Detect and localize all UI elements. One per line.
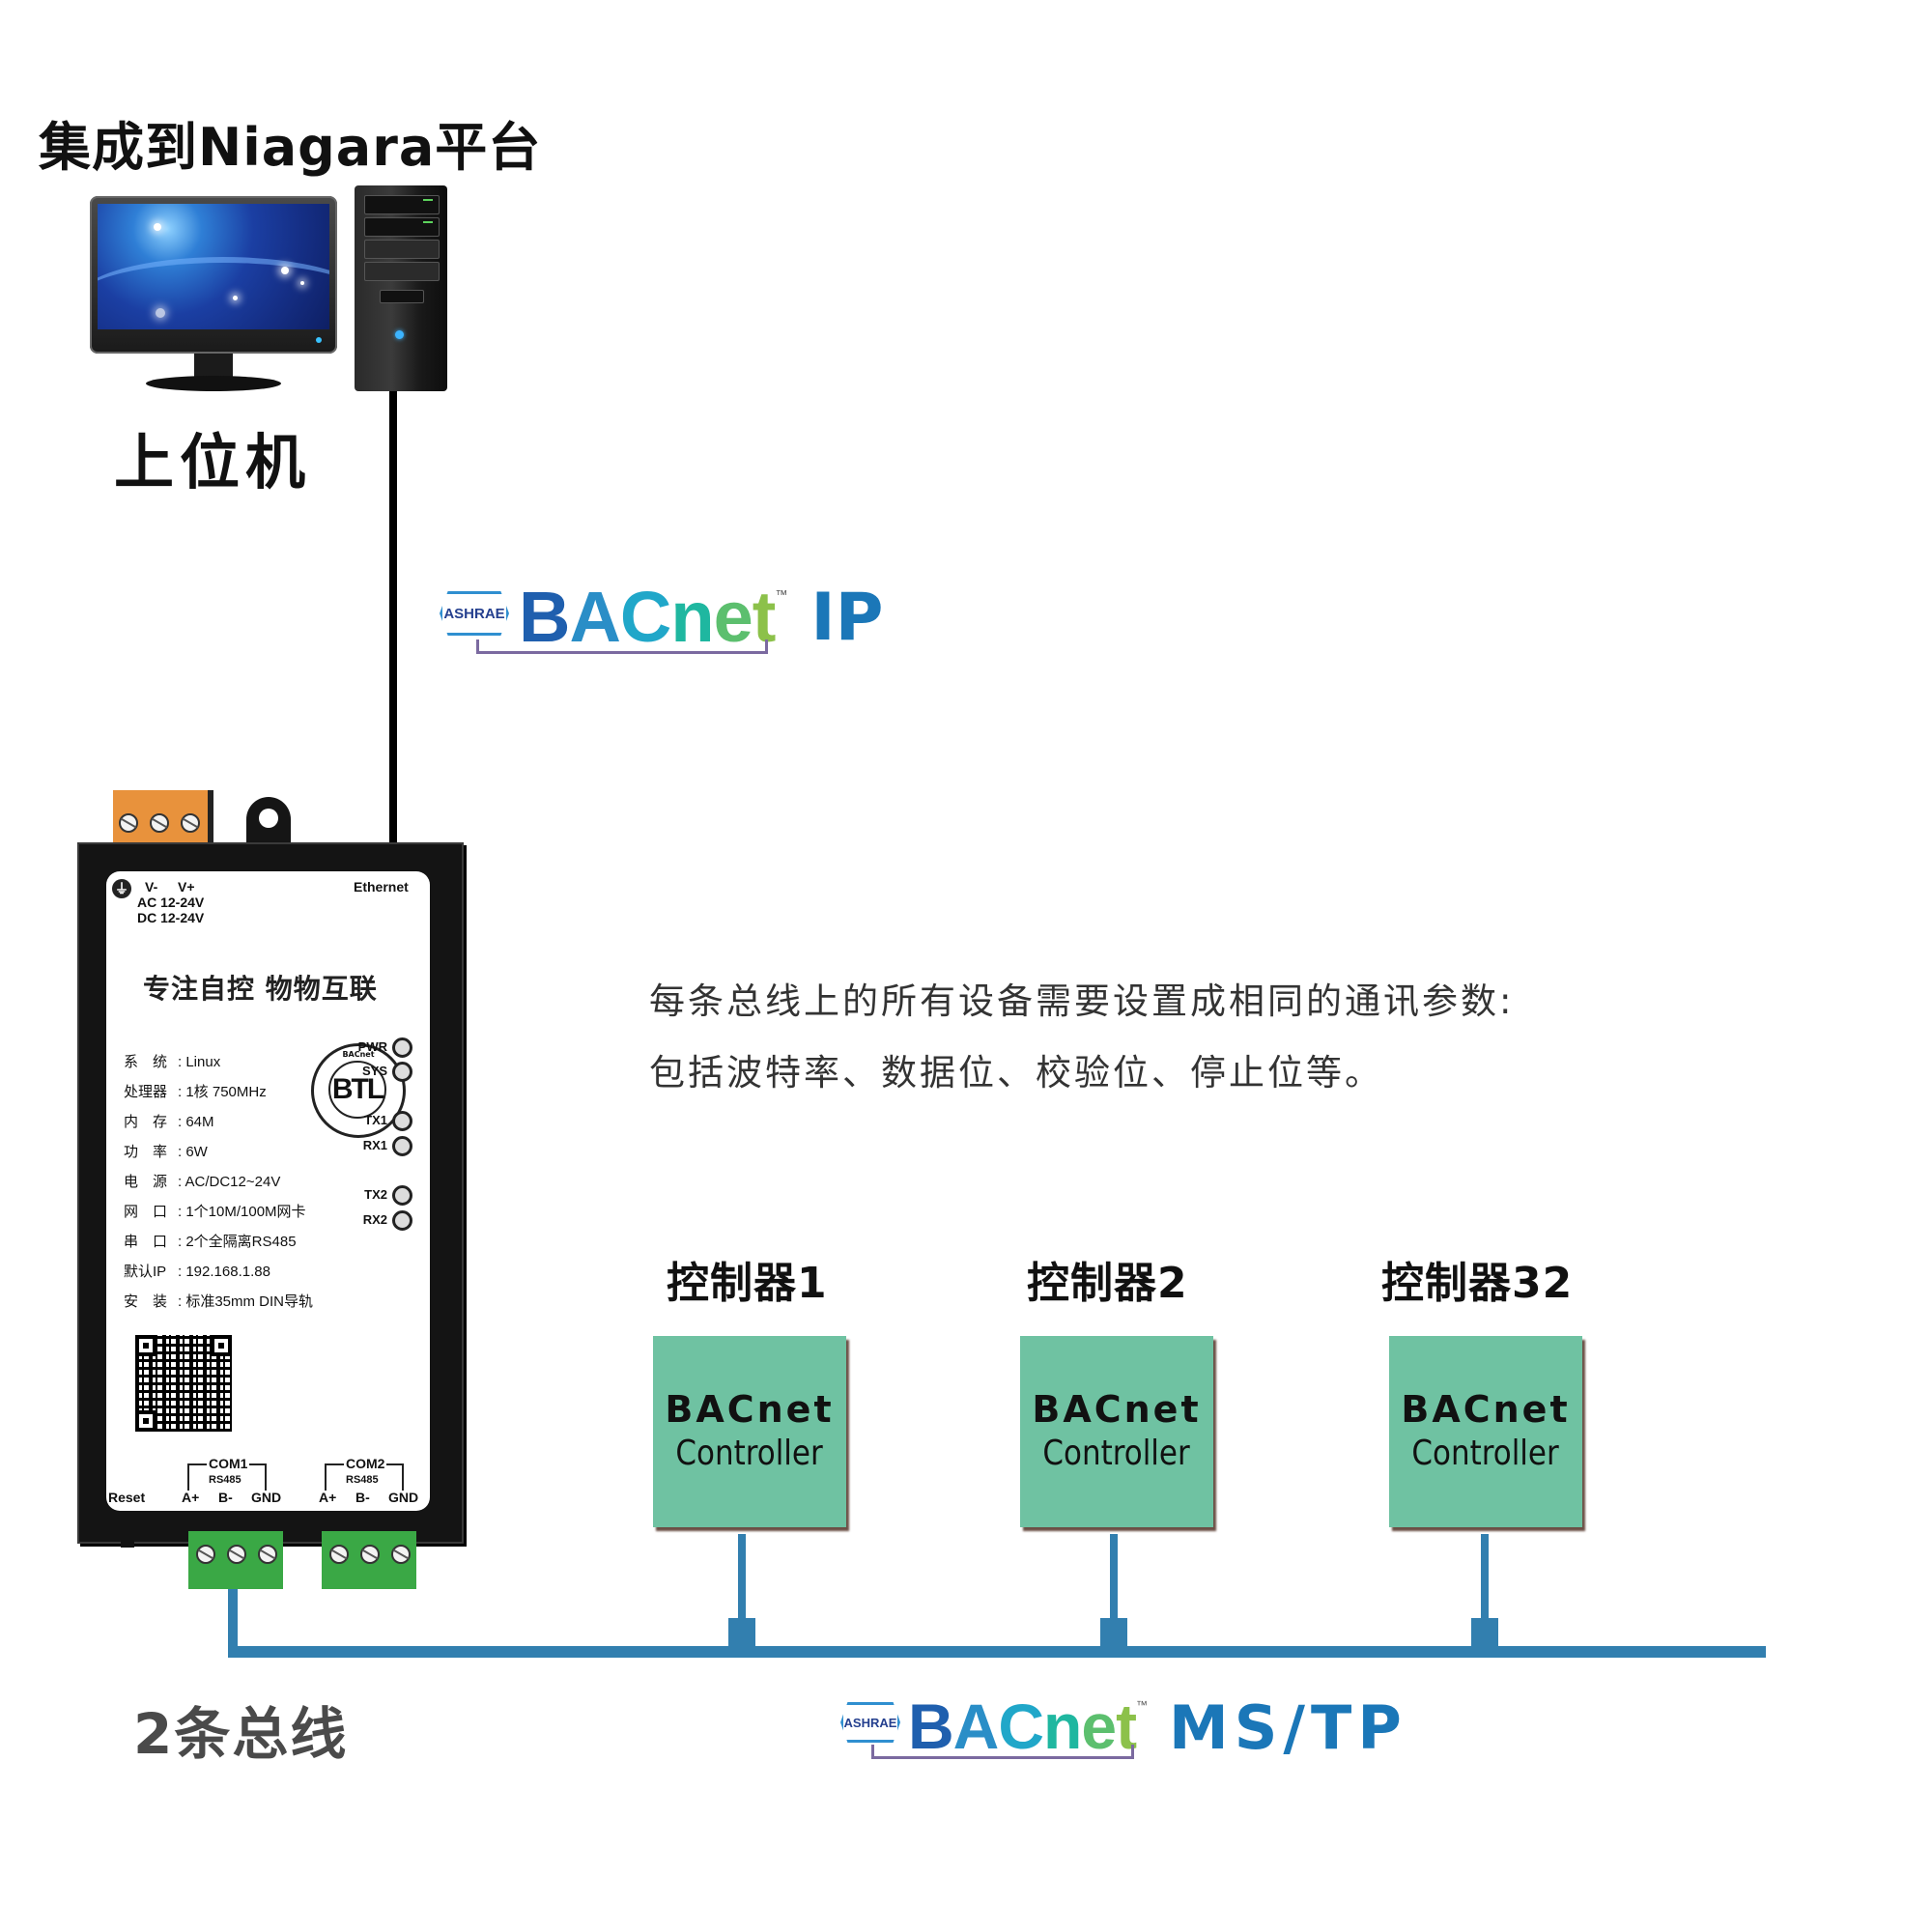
device-front-panel: ⏚ V- V+ AC 12-24V DC 12-24V Ethernet 专注自… bbox=[106, 871, 430, 1511]
bacnet-wordmark: BACnet bbox=[908, 1690, 1137, 1762]
bacnet-wordmark: BACnet bbox=[519, 577, 776, 657]
spec-row: 安 装: 标准35mm DIN导轨 bbox=[124, 1293, 314, 1310]
bacnet-mstp-suffix: MS/TP bbox=[1169, 1692, 1407, 1763]
spec-row: 处理器: 1核 750MHz bbox=[124, 1084, 267, 1100]
spec-row: 网 口: 1个10M/100M网卡 bbox=[124, 1204, 306, 1220]
note-line-2: 包括波特率、数据位、校验位、停止位等。 bbox=[649, 1052, 1383, 1094]
controller-32-tap bbox=[1471, 1618, 1498, 1657]
communication-note: 每条总线上的所有设备需要设置成相同的通讯参数: 包括波特率、数据位、校验位、停止… bbox=[649, 966, 1514, 1109]
spec-row: 系 统: Linux bbox=[124, 1054, 221, 1070]
pwr-led-icon bbox=[392, 1037, 412, 1058]
pc-tower-icon bbox=[355, 185, 447, 391]
bacnet-ip-suffix: IP bbox=[810, 580, 884, 656]
bacnet-mstp-logo: ASHRAE BACnet ™ MS/TP bbox=[840, 1689, 1407, 1763]
ethernet-cable bbox=[389, 391, 397, 850]
com1-pin-gnd: GND bbox=[251, 1490, 282, 1505]
com2-type: RS485 bbox=[346, 1474, 379, 1486]
note-line-1: 每条总线上的所有设备需要设置成相同的通讯参数: bbox=[649, 980, 1515, 1022]
com2-pin-a: A+ bbox=[319, 1490, 337, 1505]
ethernet-label: Ethernet bbox=[354, 879, 409, 895]
spec-row: 默认IP: 192.168.1.88 bbox=[124, 1264, 270, 1280]
controller-1-tap bbox=[728, 1618, 755, 1657]
com2-label: COM2 bbox=[344, 1456, 387, 1471]
controller-2-box: BACnet Controller bbox=[1020, 1336, 1213, 1527]
reset-button[interactable] bbox=[121, 1540, 134, 1548]
page-title: 集成到Niagara平台 bbox=[39, 117, 542, 178]
controller-32-label: 控制器32 bbox=[1381, 1259, 1574, 1308]
com2-terminal-block bbox=[322, 1531, 416, 1589]
btl-certification-logo: BACnet BTL bbox=[311, 1043, 406, 1138]
spec-row: 电 源: AC/DC12~24V bbox=[124, 1174, 281, 1190]
led-label-tx2: TX2 bbox=[364, 1187, 387, 1202]
monitor-power-led bbox=[316, 337, 322, 343]
ashrae-logo: ASHRAE bbox=[440, 591, 509, 636]
trademark-symbol: ™ bbox=[1136, 1698, 1149, 1712]
com1-label: COM1 bbox=[207, 1456, 250, 1471]
led-label-tx1: TX1 bbox=[364, 1113, 387, 1127]
com1-type: RS485 bbox=[209, 1474, 242, 1486]
host-computer-label: 上位机 bbox=[114, 427, 312, 497]
monitor-icon bbox=[90, 196, 337, 391]
trademark-symbol: ™ bbox=[775, 587, 788, 602]
rx1-led-icon bbox=[392, 1136, 412, 1156]
tx2-led-icon bbox=[392, 1185, 412, 1206]
controller-1-line2: Controller bbox=[675, 1434, 824, 1473]
com1-terminal-block bbox=[188, 1531, 283, 1589]
ac-rating: AC 12-24V bbox=[137, 895, 205, 910]
controller-32-drop bbox=[1481, 1534, 1489, 1621]
led-label-sys: SYS bbox=[361, 1064, 387, 1078]
led-label-pwr: PWR bbox=[357, 1039, 387, 1054]
qr-code[interactable] bbox=[135, 1335, 232, 1432]
rs485-bus-line bbox=[228, 1646, 1766, 1658]
device-slogan: 专注自控 物物互联 bbox=[143, 973, 378, 1005]
controller-2-line2: Controller bbox=[1042, 1434, 1191, 1473]
controller-1-line1: BACnet bbox=[665, 1388, 835, 1431]
vplus-label: V+ bbox=[178, 879, 195, 895]
dc-rating: DC 12-24V bbox=[137, 910, 205, 925]
controller-32-line2: Controller bbox=[1411, 1434, 1560, 1473]
controller-1-drop bbox=[738, 1534, 746, 1621]
controller-2-tap bbox=[1100, 1618, 1127, 1657]
controller-32-box: BACnet Controller bbox=[1389, 1336, 1582, 1527]
ashrae-logo: ASHRAE bbox=[840, 1702, 900, 1743]
power-button-icon bbox=[395, 330, 404, 339]
bacnet-ip-logo: ASHRAE BACnet ™ IP bbox=[440, 576, 884, 657]
led-label-rx2: RX2 bbox=[362, 1212, 387, 1227]
rx2-led-icon bbox=[392, 1210, 412, 1231]
monitor-screen bbox=[98, 204, 329, 329]
com1-pin-a: A+ bbox=[182, 1490, 200, 1505]
tx1-led-icon bbox=[392, 1111, 412, 1131]
spec-row: 内 存: 64M bbox=[124, 1114, 214, 1130]
bacnet-gateway-device: ⏚ V- V+ AC 12-24V DC 12-24V Ethernet 专注自… bbox=[77, 842, 464, 1544]
controller-2-label: 控制器2 bbox=[1027, 1259, 1188, 1308]
com2-pin-b: B- bbox=[355, 1490, 370, 1505]
sys-led-icon bbox=[392, 1062, 412, 1082]
controller-32-line1: BACnet bbox=[1401, 1388, 1571, 1431]
controller-2-line1: BACnet bbox=[1032, 1388, 1202, 1431]
reset-label: Reset bbox=[108, 1490, 146, 1505]
led-label-rx1: RX1 bbox=[362, 1138, 387, 1152]
mounting-ear bbox=[246, 797, 291, 845]
com2-pin-gnd: GND bbox=[388, 1490, 419, 1505]
spec-row: 串 口: 2个全隔离RS485 bbox=[124, 1234, 297, 1250]
controller-1-box: BACnet Controller bbox=[653, 1336, 846, 1527]
ground-icon: ⏚ bbox=[112, 879, 131, 898]
spec-row: 功 率: 6W bbox=[124, 1144, 208, 1160]
bus-count-label: 2条总线 bbox=[133, 1701, 349, 1767]
controller-2-drop bbox=[1110, 1534, 1118, 1621]
power-terminal-block bbox=[113, 790, 213, 844]
vminus-label: V- bbox=[145, 879, 158, 895]
com1-pin-b: B- bbox=[218, 1490, 233, 1505]
controller-1-label: 控制器1 bbox=[667, 1259, 828, 1308]
monitor-bezel bbox=[90, 196, 337, 354]
bus-feed-line bbox=[228, 1589, 238, 1657]
